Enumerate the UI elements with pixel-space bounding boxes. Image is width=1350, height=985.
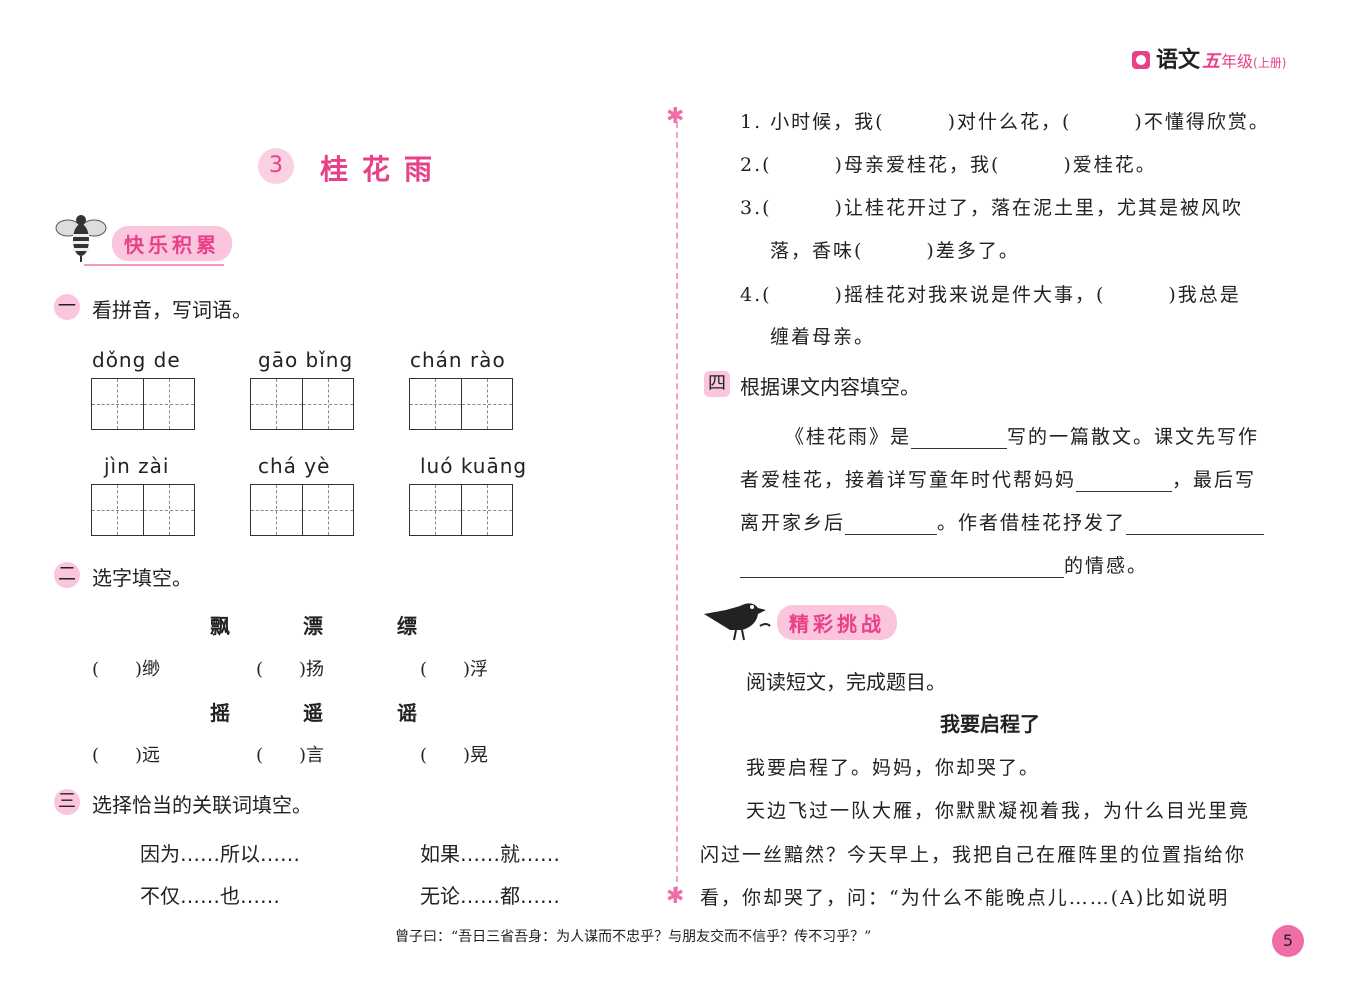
- fill-blank[interactable]: ( )言: [256, 745, 325, 766]
- fill-blank-line[interactable]: [911, 426, 1008, 449]
- fill-blank[interactable]: ( )扬: [256, 659, 325, 680]
- option-char: 摇: [210, 701, 230, 725]
- pinyin-label: gāo bǐng: [258, 348, 354, 372]
- lesson-title: 桂花雨: [320, 153, 447, 186]
- option-char: 谣: [397, 701, 417, 725]
- question-line: 缠着母亲。: [770, 326, 876, 348]
- section-number: 二: [54, 562, 80, 588]
- logo-icon: [1132, 51, 1150, 69]
- fill-blank[interactable]: ( )晃: [420, 745, 489, 766]
- fill-blank-line[interactable]: [740, 555, 1064, 578]
- question-line: 4.( )摇桂花对我来说是件大事，( )我总是: [740, 284, 1241, 306]
- section-number: 三: [54, 789, 80, 815]
- pinyin-label: chá yè: [258, 454, 331, 478]
- level-label: 年级: [1221, 52, 1254, 71]
- subject-label: 语文: [1156, 48, 1201, 73]
- section-badge-accumulate: 快乐积累: [112, 226, 232, 261]
- lesson-number: 3: [258, 148, 294, 184]
- pinyin-label: luó kuāng: [420, 454, 528, 478]
- conjunction-option: 无论……都……: [420, 884, 560, 908]
- passage-line: 者爱桂花，接着详写童年时代帮妈妈 ，最后写: [740, 465, 1256, 492]
- section-heading: 选字填空。: [92, 566, 192, 590]
- question-line: 1. 小时候，我( )对什么花，( )不懂得欣赏。: [740, 111, 1270, 133]
- section-heading: 根据课文内容填空。: [740, 375, 920, 399]
- conjunction-option: 因为……所以……: [140, 842, 300, 866]
- writing-grid[interactable]: [250, 484, 354, 536]
- question-line: 3.( )让桂花开过了，落在泥土里，尤其是被风吹: [740, 197, 1243, 219]
- badge-underline: [84, 264, 224, 266]
- section-heading: 看拼音，写词语。: [92, 298, 252, 322]
- conjunction-option: 如果……就……: [420, 842, 560, 866]
- bird-icon: [704, 603, 771, 641]
- brand-header: 语文 五 年级 (上册): [1132, 42, 1286, 74]
- bee-icon: [55, 215, 107, 262]
- passage-paragraph: 闪过一丝黯然？今天早上，我把自己在雁阵里的位置指给你: [700, 844, 1247, 866]
- section-heading: 选择恰当的关联词填空。: [92, 793, 312, 817]
- passage-title: 我要启程了: [940, 712, 1040, 736]
- writing-grid[interactable]: [409, 378, 513, 430]
- section-number: 四: [704, 371, 730, 397]
- volume-label: (上册): [1253, 56, 1287, 70]
- option-char: 遥: [303, 701, 323, 725]
- footer-quote: 曾子曰：“吾日三省吾身：为人谋而不忠乎？与朋友交而不信乎？传不习乎？”: [395, 929, 872, 945]
- pinyin-label: chán rào: [410, 348, 506, 372]
- question-line: 落，香味( )差多了。: [770, 240, 1020, 262]
- writing-grid[interactable]: [250, 378, 354, 430]
- passage-paragraph: 看，你却哭了，问：“为什么不能晚点儿……(A)比如说明: [700, 887, 1230, 909]
- writing-grid[interactable]: [91, 484, 195, 536]
- fill-blank-line[interactable]: [1126, 512, 1265, 535]
- fill-text: 。作者借桂花抒发了: [937, 512, 1127, 534]
- option-char: 缥: [397, 614, 417, 638]
- pinyin-label: dǒng de: [92, 348, 181, 372]
- grade-label: 五: [1202, 51, 1221, 72]
- passage-paragraph: 天边飞过一队大雁，你默默凝视着我，为什么目光里竟: [746, 800, 1251, 822]
- fill-text: 《桂花雨》是: [785, 426, 912, 448]
- fill-text: 者爱桂花，接着详写童年时代帮妈妈: [740, 469, 1077, 491]
- fill-text: 写的一篇散文。课文先写作: [1007, 426, 1260, 448]
- conjunction-option: 不仅……也……: [140, 884, 280, 908]
- fill-text: 的情感。: [1064, 555, 1149, 577]
- page-number: 5: [1272, 925, 1304, 957]
- fill-blank[interactable]: ( )远: [92, 745, 161, 766]
- fill-text: ，最后写: [1172, 469, 1257, 491]
- passage-line: 离开家乡后 。作者借桂花抒发了: [740, 508, 1265, 535]
- section-number: 一: [54, 294, 80, 320]
- option-char: 飘: [210, 614, 230, 638]
- fill-blank[interactable]: ( )缈: [92, 659, 161, 680]
- fill-blank[interactable]: ( )浮: [420, 659, 489, 680]
- star-icon: ✱: [666, 884, 685, 909]
- fill-text: 离开家乡后: [740, 512, 846, 534]
- question-line: 2.( )母亲爱桂花，我( )爱桂花。: [740, 154, 1157, 176]
- instruction-text: 阅读短文，完成题目。: [746, 670, 946, 694]
- passage-paragraph: 我要启程了。妈妈，你却哭了。: [746, 757, 1041, 779]
- option-char: 漂: [303, 614, 323, 638]
- section-badge-challenge: 精彩挑战: [777, 605, 897, 640]
- fill-blank-line[interactable]: [845, 512, 938, 535]
- passage-line: 的情感。: [740, 551, 1148, 578]
- pinyin-label: jìn zài: [104, 454, 170, 478]
- star-icon: ✱: [666, 104, 685, 129]
- passage-line: 《桂花雨》是 写的一篇散文。课文先写作: [785, 422, 1259, 449]
- writing-grid[interactable]: [91, 378, 195, 430]
- page-divider: [676, 112, 678, 892]
- writing-grid[interactable]: [409, 484, 513, 536]
- fill-blank-line[interactable]: [1076, 469, 1173, 492]
